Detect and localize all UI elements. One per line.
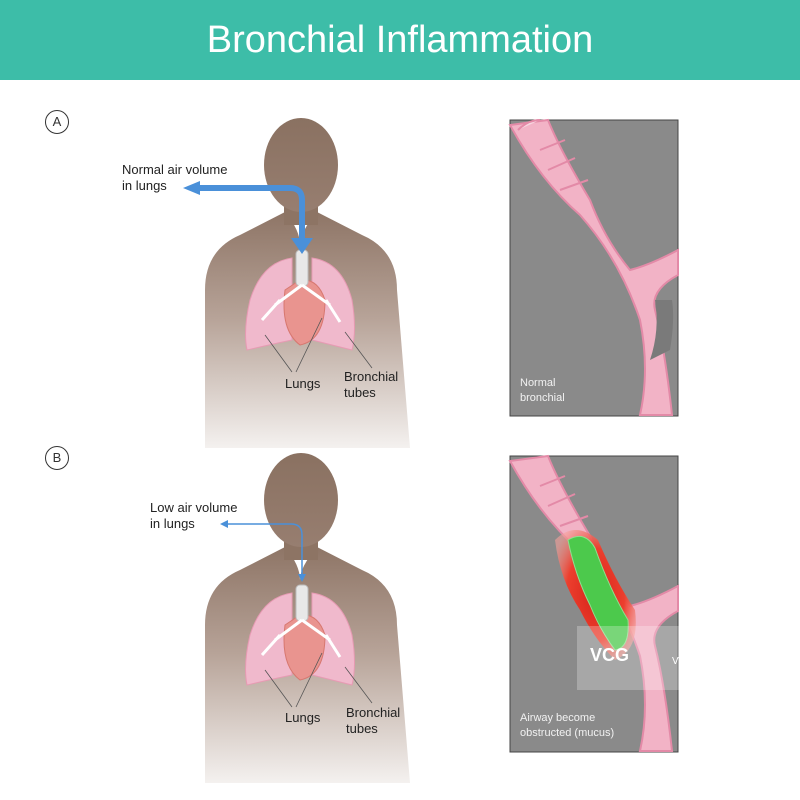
section-b-bronchial-label: Bronchial tubes (346, 705, 401, 736)
airflow-arrow-b (220, 520, 306, 582)
panel-b (508, 454, 679, 753)
page-title: Bronchial Inflammation (206, 19, 594, 61)
title-banner (0, 0, 800, 80)
section-b-lungs-label: Lungs (285, 710, 321, 725)
panel-a (508, 118, 679, 417)
section-b-marker: B (45, 446, 69, 470)
section-a-panel-label: Normal bronchial (520, 377, 565, 404)
section-b-air-label: Low air volume in lungs (150, 500, 238, 531)
airflow-arrow-a (183, 181, 313, 254)
figure-b-lungs (245, 584, 373, 708)
watermark (577, 626, 800, 690)
section-b-panel-label: Airway become obstructed (mucus) (520, 712, 615, 739)
figure-a-lungs (245, 249, 373, 373)
watermark-text: VCG211390581831 (672, 656, 760, 667)
mucus-plug (567, 535, 629, 651)
section-a-bronchial-label: Bronchial tubes (344, 369, 399, 400)
watermark-logo: VCG (590, 645, 630, 665)
section-a-marker: A (45, 110, 69, 134)
section-a-lungs-label: Lungs (285, 376, 321, 391)
section-a-air-label: Normal air volume in lungs (122, 162, 228, 193)
